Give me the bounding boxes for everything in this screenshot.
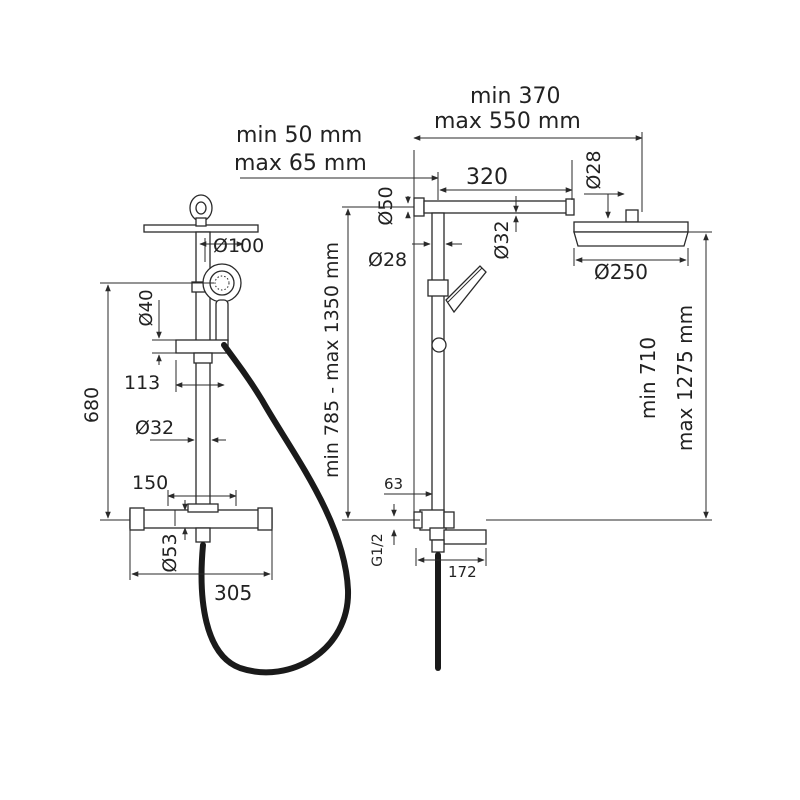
mixer-side [419,509,445,531]
dim-d28-top: Ø28 [583,150,605,189]
rain-shower-head-side [573,221,689,233]
dim-head-max: max 1275 mm [673,305,697,451]
hose-outlet [195,527,211,543]
dim-wall-max: max 65 mm [234,151,367,176]
bath-spout [443,529,487,545]
dim-d40: Ø40 [136,289,157,326]
dim-150: 150 [132,472,168,494]
wall-bracket-top [413,197,425,217]
dim-reach-max: max 550 mm [434,109,581,134]
shower-arm [423,200,571,214]
temperature-knob [129,507,145,531]
dim-thread: G1/2 [370,533,386,566]
side-view: min 370 max 550 mm min 50 mm max 65 mm 3… [234,84,712,671]
front-view: Ø100 680 Ø40 113 Ø32 150 Ø53 3 [81,194,352,676]
dim-d100: Ø100 [213,235,264,257]
dim-680: 680 [81,387,103,423]
hand-shower-handle [215,299,229,346]
dim-d250: Ø250 [594,260,648,284]
hand-shower-side [445,265,487,314]
dim-305: 305 [214,581,252,605]
slide-holder [175,339,229,354]
dim-63: 63 [384,475,403,493]
dim-320: 320 [466,165,508,190]
dim-head-min: min 710 [636,337,660,419]
dim-d53: Ø53 [159,533,181,572]
dim-172: 172 [448,563,477,581]
dim-reach-min: min 370 [470,84,560,109]
dim-d32-right: Ø32 [491,220,513,259]
flow-knob [257,507,273,531]
slide-knob [431,337,447,353]
riser-pipe-side [431,212,445,514]
dim-d50: Ø50 [375,186,397,225]
dim-height-range: min 785 - max 1350 mm [321,242,343,478]
shower-hose [198,342,352,676]
dim-wall-min: min 50 mm [236,123,362,148]
thermostat-mixer [129,509,273,529]
dim-d28: Ø28 [368,249,407,271]
dim-d32-left: Ø32 [135,417,174,439]
dim-113: 113 [124,372,160,394]
